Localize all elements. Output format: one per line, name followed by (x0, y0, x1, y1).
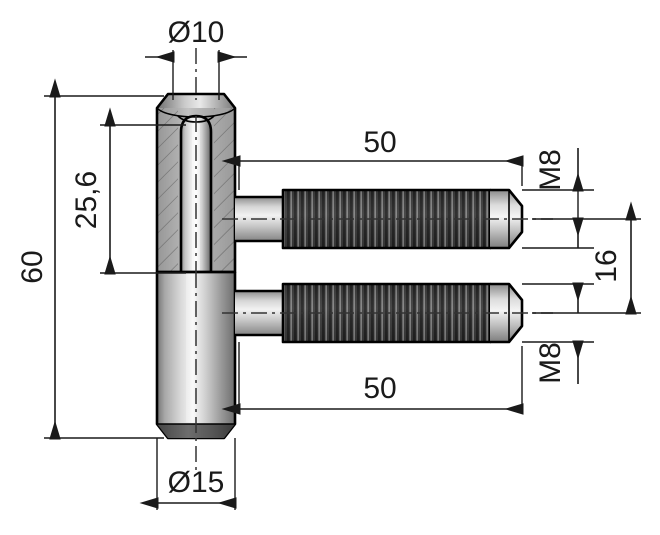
dimension-lower-stud-length: 50 (221, 342, 524, 415)
dimension-lower-thread: M8 (522, 282, 594, 384)
dimension-upper-stud-length: 50 (221, 126, 524, 190)
dimension-upper-height: 25,6 (70, 107, 186, 275)
dim-label-overall-height: 60 (16, 250, 49, 283)
sleeve-wall-hatch-right (214, 94, 235, 272)
hinge-geometry (155, 48, 553, 470)
sleeve-wall-hatch-left (157, 94, 178, 272)
dim-label-upper-thread: M8 (534, 149, 567, 191)
lower-barrel-highlight (186, 274, 196, 422)
dim-label-top-diameter: Ø10 (168, 16, 225, 49)
sleeve-wall-tint-left (157, 94, 178, 272)
upper-sleeve (155, 92, 237, 274)
sleeve-wall-tint-right (214, 94, 235, 272)
upper-stud-shank-edge (235, 195, 283, 243)
dimension-top-diameter: Ø10 (145, 16, 247, 100)
dimension-annotations: Ø10 Ø15 60 25,6 50 (16, 16, 641, 510)
sleeve-top-chamfer (157, 94, 235, 108)
dim-label-stud-spacing: 16 (590, 249, 623, 282)
dim-label-lower-stud-length: 50 (363, 372, 396, 405)
dimension-stud-spacing: 16 (532, 201, 641, 315)
lower-stud (235, 282, 524, 344)
dim-label-bottom-diameter: Ø15 (168, 466, 225, 499)
dimension-overall-height: 60 (16, 78, 164, 440)
hinge-pin (181, 116, 211, 272)
lower-stud-shank-edge (235, 289, 283, 337)
dimension-bottom-diameter: Ø15 (139, 438, 237, 510)
lower-barrel-outline (157, 272, 235, 438)
dimension-upper-thread: M8 (522, 148, 594, 249)
dim-label-upper-stud-length: 50 (363, 126, 396, 159)
dim-label-lower-thread: M8 (534, 342, 567, 384)
lower-barrel (155, 272, 237, 440)
dim-label-upper-height: 25,6 (70, 171, 103, 229)
